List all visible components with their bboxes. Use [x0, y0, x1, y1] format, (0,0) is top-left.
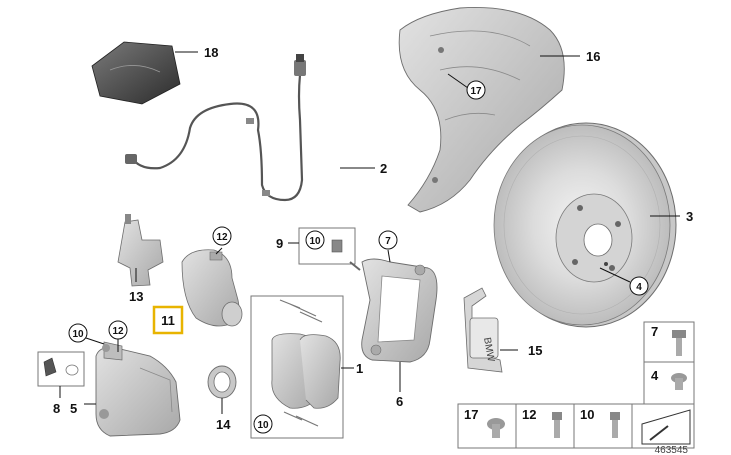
callout-10-pin: 10 — [309, 236, 321, 247]
part-5-caliper[interactable] — [95, 341, 181, 437]
callout-circle-17 — [466, 80, 486, 100]
callout-17-bolt: 17 — [464, 407, 478, 422]
part-6-caliper-carrier[interactable] — [361, 258, 438, 363]
callout-circle-10-pads — [253, 414, 273, 434]
part-9-guide-pin-set[interactable] — [298, 227, 361, 271]
part-16-dust-shield[interactable] — [398, 7, 565, 213]
callout-circle-12-motor — [212, 226, 232, 246]
highlight-box-11[interactable] — [152, 305, 184, 335]
callout-10-caliper: 10 — [72, 329, 84, 340]
bolt-box-17-12-10 — [457, 403, 695, 449]
callout-15: 15 — [528, 343, 542, 358]
callout-7-carrier: 7 — [385, 236, 391, 247]
part-18-mat[interactable] — [91, 41, 181, 105]
callout-7-bolt: 7 — [651, 324, 658, 339]
part-8-bleeder-parts[interactable] — [37, 351, 85, 387]
disc-logo-text: BMW — [481, 337, 496, 364]
callout-4-bolt: 4 — [651, 368, 659, 383]
callout-12-motor: 12 — [216, 232, 228, 243]
callout-4-disc: 4 — [636, 282, 642, 293]
leader-lines — [59, 51, 680, 414]
callout-circle-7-carrier — [378, 230, 398, 250]
part-3-brake-disc[interactable] — [493, 122, 677, 328]
callout-16: 16 — [586, 49, 600, 64]
part-2-wear-sensor[interactable] — [125, 54, 306, 202]
part-1-brake-pad-set[interactable] — [250, 295, 344, 439]
callout-18: 18 — [204, 45, 218, 60]
part-11-parking-brake-motor[interactable] — [181, 249, 243, 327]
callout-1: 1 — [356, 361, 363, 376]
callout-12-caliper: 12 — [112, 326, 124, 337]
callout-5: 5 — [70, 401, 77, 416]
callout-6: 6 — [396, 394, 403, 409]
diagram-number: 463545 — [655, 445, 689, 455]
callout-17-shield: 17 — [470, 86, 482, 97]
callout-14: 14 — [216, 417, 231, 432]
callout-10-bolt: 10 — [580, 407, 594, 422]
callout-11: 11 — [161, 313, 175, 328]
callout-3: 3 — [686, 209, 693, 224]
callout-9: 9 — [276, 236, 283, 251]
callout-13: 13 — [129, 289, 143, 304]
bolt-box-7-4 — [643, 321, 695, 405]
callout-8: 8 — [53, 401, 60, 416]
callout-circle-12-caliper — [108, 320, 128, 340]
callout-2: 2 — [380, 161, 387, 176]
callout-circle-4-disc — [629, 276, 649, 296]
callout-circle-10-caliper — [68, 323, 88, 343]
callout-circle-10-pin — [305, 230, 325, 250]
part-14-seal-ring[interactable] — [207, 365, 237, 399]
callout-12-bolt: 12 — [522, 407, 536, 422]
callout-10-pads: 10 — [257, 420, 269, 431]
part-15-anti-rattle-spring[interactable]: BMW — [463, 287, 503, 373]
part-13-bracket[interactable] — [117, 214, 164, 287]
